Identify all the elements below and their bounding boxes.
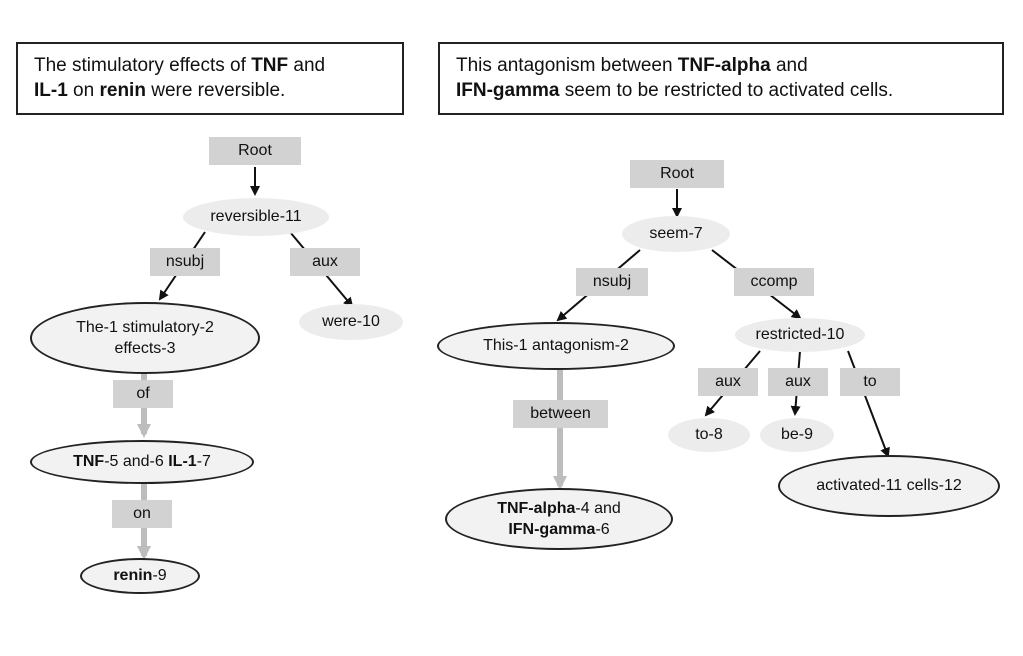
sentence-text: The stimulatory effects of: [34, 55, 252, 76]
root-label-left: Root: [209, 137, 301, 165]
root-label-right: Root: [630, 160, 724, 188]
node-text: -5 and-6: [104, 453, 169, 470]
node-text: -4 and: [575, 500, 621, 517]
edge-to: [847, 350, 890, 458]
node-renin: renin-9: [80, 558, 200, 594]
entity-text: IFN-gamma: [508, 521, 596, 538]
sentence-entity: TNF-alpha: [677, 55, 771, 76]
sentence-entity: renin: [99, 80, 146, 101]
node-tnf-alpha-ifn-gamma: TNF-alpha-4 and IFN-gamma-6: [445, 488, 673, 550]
edge-label-aux: aux: [290, 248, 360, 276]
edge-label-between: between: [513, 400, 608, 428]
edge-label-aux1: aux: [698, 368, 758, 396]
sentence-text: on: [67, 80, 100, 101]
entity-text: renin: [113, 567, 153, 584]
sentence-entity: IFN-gamma: [456, 80, 560, 101]
right-sentence-box: This antagonism between TNF-alpha and IF…: [438, 42, 1004, 115]
entity-text: TNF-alpha: [497, 500, 576, 517]
edge-label-nsubj: nsubj: [150, 248, 220, 276]
node-tnf-il1: TNF-5 and-6 IL-1-7: [30, 440, 254, 484]
sentence-text: and: [288, 55, 326, 76]
edge-label-ccomp: ccomp: [734, 268, 814, 296]
node-activated-cells: activated-11 cells-12: [778, 455, 1000, 517]
node-this-antagonism: This-1 antagonism-2: [437, 322, 675, 370]
edge-label-on: on: [112, 500, 172, 528]
sentence-text: and: [770, 55, 808, 76]
sentence-entity: TNF: [251, 55, 289, 76]
node-reversible: reversible-11: [183, 198, 329, 236]
node-text: -9: [152, 567, 167, 584]
node-text: effects-3: [114, 340, 176, 357]
edge-label-to: to: [840, 368, 900, 396]
sentence-text: seem to be restricted to activated cells…: [559, 80, 894, 101]
edge-label-of: of: [113, 380, 173, 408]
sentence-entity: IL-1: [34, 80, 68, 101]
sentence-text: were reversible.: [145, 80, 286, 101]
edge-label-aux2: aux: [768, 368, 828, 396]
node-to-8: to-8: [668, 418, 750, 452]
node-text: -7: [196, 453, 211, 470]
node-were: were-10: [299, 304, 403, 340]
node-restricted: restricted-10: [735, 318, 865, 352]
entity-text: IL-1: [168, 453, 197, 470]
node-seem: seem-7: [622, 216, 730, 252]
left-sentence-box: The stimulatory effects of TNF and IL-1 …: [16, 42, 404, 115]
sentence-text: This antagonism between: [456, 55, 678, 76]
node-the-stimulatory-effects: The-1 stimulatory-2 effects-3: [30, 302, 260, 374]
node-be-9: be-9: [760, 418, 834, 452]
node-text: -6: [595, 521, 610, 538]
entity-text: TNF: [73, 453, 105, 470]
node-text: The-1 stimulatory-2: [76, 319, 214, 336]
edge-label-nsubj-right: nsubj: [576, 268, 648, 296]
